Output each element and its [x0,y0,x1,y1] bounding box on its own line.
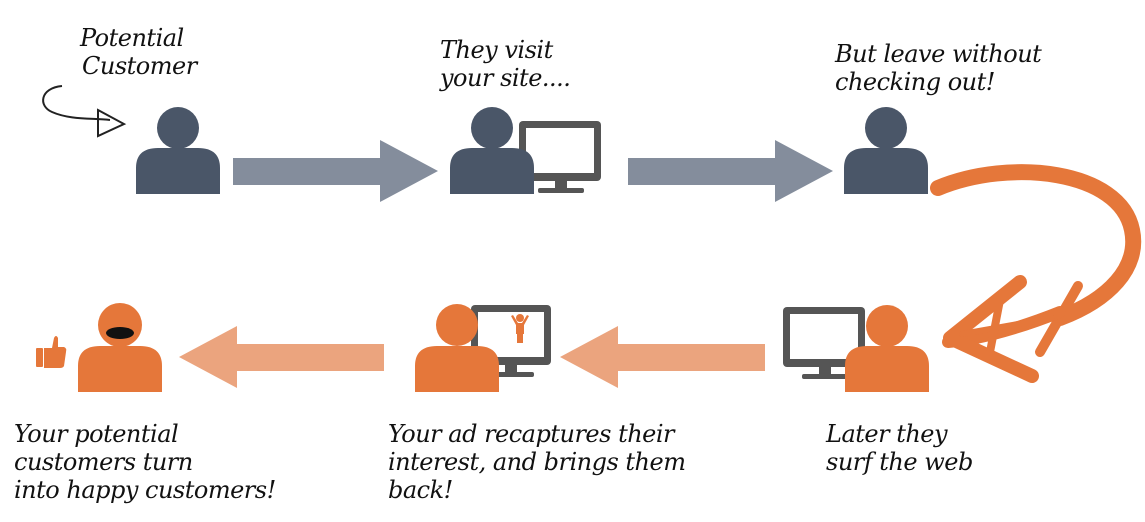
arrow-icon [233,140,438,202]
brush-arrow-icon [930,164,1142,383]
label-visit-site: They visit your site.... [440,36,571,92]
happy-person-icon [78,303,162,392]
thumbs-up-icon [36,336,67,368]
waving-person-icon [511,314,529,343]
person-icon [415,304,499,392]
person-icon [136,107,220,194]
curly-pointer-icon [42,85,127,138]
person-icon [450,107,534,194]
arrow-icon [179,326,384,388]
person-icon [844,107,928,194]
label-happy: Your potential customers turn into happy… [14,420,276,504]
arrow-icon [560,326,765,388]
monitor-icon [783,307,865,379]
arrow-icon [628,140,833,202]
label-surf-web: Later they surf the web [826,420,973,476]
label-leave: But leave without checking out! [835,40,1042,96]
person-icon [845,305,929,392]
label-recapture: Your ad recaptures their interest, and b… [388,420,686,504]
label-potential-customer: Potential Customer [80,24,197,80]
monitor-icon [519,121,601,193]
